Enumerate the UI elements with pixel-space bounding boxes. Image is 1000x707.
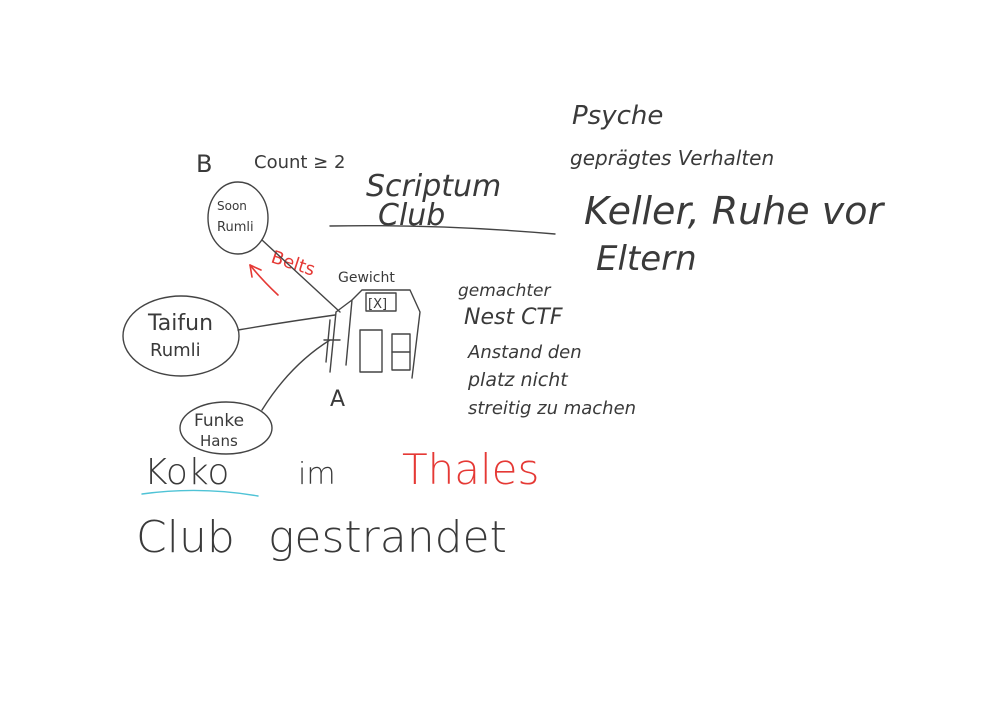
count-note: Count ≥ 2 xyxy=(254,152,345,173)
red-arrow-head xyxy=(249,264,262,278)
link-left xyxy=(237,314,336,331)
label-a: A xyxy=(330,387,345,412)
note-psyche: Psyche xyxy=(572,101,663,131)
note-im: im xyxy=(298,457,336,492)
note-gepraegtes: geprägtes Verhalten xyxy=(570,146,774,170)
building-outline xyxy=(329,289,421,379)
note-gemachter: gemachter xyxy=(458,281,551,301)
node-left-label1: Taifun xyxy=(147,311,213,336)
node-top-label: Rumli xyxy=(217,220,254,235)
building-sign-mark: [X] xyxy=(368,297,387,312)
title-underline xyxy=(329,224,556,235)
building-sign xyxy=(365,292,397,312)
note-anstand3: streitig zu machen xyxy=(468,398,636,419)
red-arrow xyxy=(249,264,279,296)
link-bottom xyxy=(261,339,331,411)
note-gestrandet: gestrandet xyxy=(268,512,507,563)
building-door xyxy=(359,329,383,373)
note-thales: Thales xyxy=(402,445,539,494)
node-bottom-circle xyxy=(179,401,273,455)
node-bottom-label1: Funke xyxy=(194,411,244,431)
node-bottom-label2: Hans xyxy=(200,432,238,450)
label-b: B xyxy=(196,150,212,178)
node-top-prefix: Soon xyxy=(217,199,247,213)
title-club: Club xyxy=(378,198,445,233)
koko-underline xyxy=(141,489,259,497)
link-top xyxy=(261,239,341,313)
node-left-circle xyxy=(122,295,240,377)
note-eltern: Eltern xyxy=(596,239,697,279)
note-club: Club xyxy=(136,512,235,563)
note-keller: Keller, Ruhe vor xyxy=(584,189,885,233)
note-anstand2: platz nicht xyxy=(467,369,569,391)
title-scriptum: Scriptum xyxy=(366,169,501,204)
note-anstand1: Anstand den xyxy=(467,342,582,363)
node-left-label2: Rumli xyxy=(150,340,201,361)
note-koko: Koko xyxy=(144,452,229,493)
note-nest: Nest CTF xyxy=(464,305,563,330)
node-top-circle xyxy=(207,181,269,255)
gewicht-label: Gewicht xyxy=(338,270,395,286)
building-side-ladder xyxy=(323,319,341,363)
